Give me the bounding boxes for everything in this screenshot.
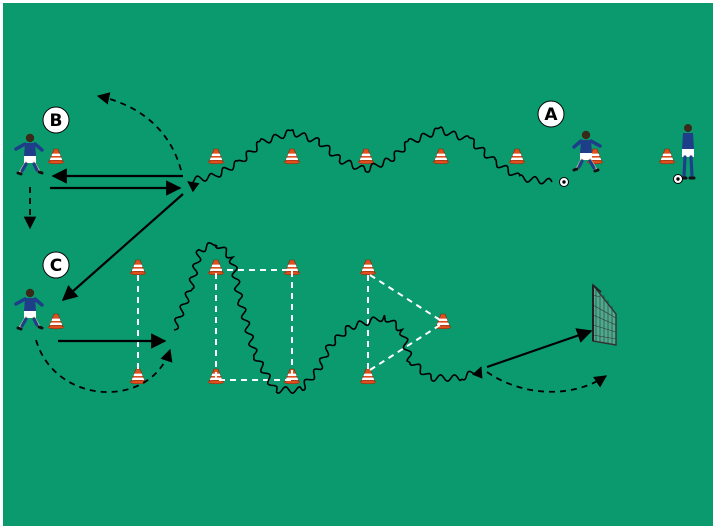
ball-icon [674, 175, 683, 184]
ball-icon [560, 178, 569, 187]
marker-c-label: C [50, 256, 62, 276]
pitch-surface [3, 3, 713, 526]
marker-a: A [538, 101, 564, 127]
marker-a-label: A [544, 105, 558, 125]
marker-b: B [43, 107, 69, 133]
marker-b-label: B [50, 111, 63, 131]
marker-c: C [43, 252, 69, 278]
